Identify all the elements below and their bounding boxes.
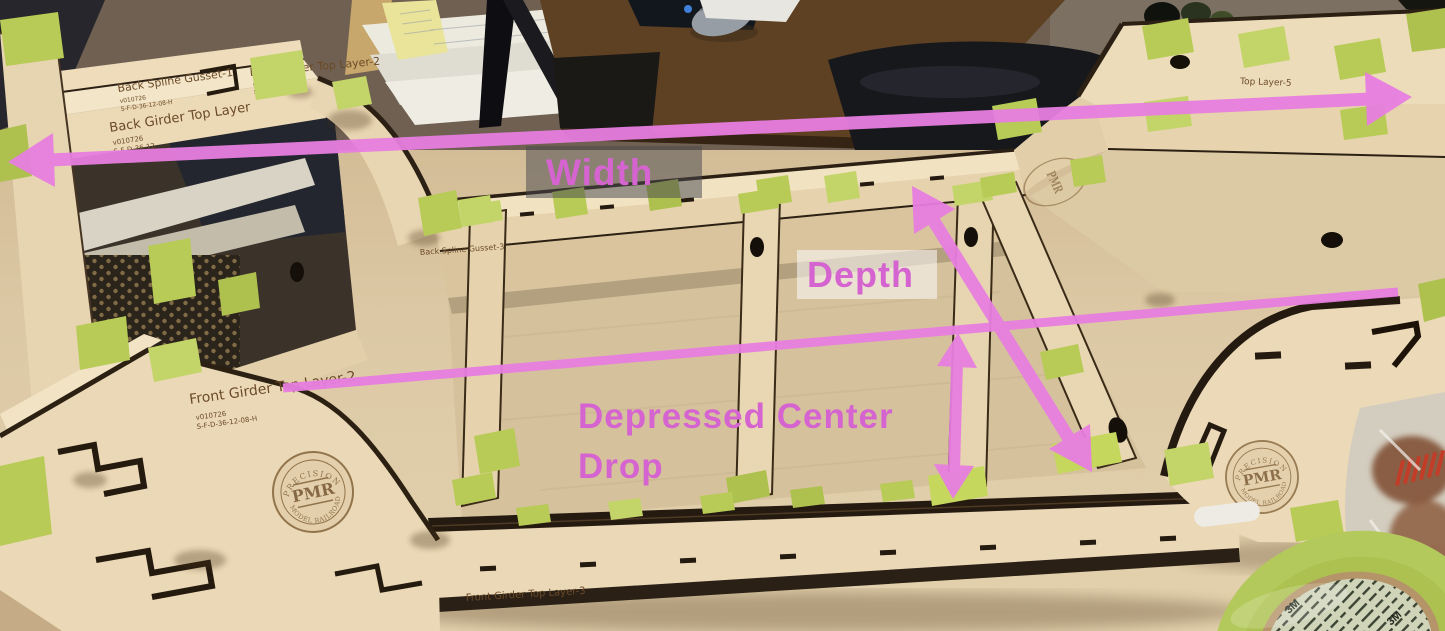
stamp-monogram: PMR bbox=[1242, 466, 1284, 490]
width-arrow bbox=[8, 72, 1412, 187]
burn-marks bbox=[73, 86, 1175, 570]
red-brush bbox=[1394, 449, 1445, 487]
laptop-logo bbox=[684, 5, 692, 13]
front-rail bbox=[428, 490, 1240, 612]
engraving-top-layer-5: Top Layer-5 bbox=[1239, 77, 1292, 89]
front-left-panel bbox=[0, 334, 441, 631]
width-label-text: Width bbox=[546, 152, 654, 193]
bolt-hole bbox=[1170, 55, 1190, 69]
width-label: Width bbox=[526, 146, 702, 198]
drop-label-line1: Depressed Center bbox=[578, 397, 894, 436]
width-chord-line bbox=[282, 287, 1399, 393]
dimension-arrows bbox=[8, 72, 1412, 499]
bolt-hole bbox=[964, 227, 978, 247]
green-tape-roll: 3M 3M bbox=[1213, 530, 1445, 631]
drop-label-line2: Drop bbox=[578, 447, 664, 486]
shadow bbox=[390, 592, 1250, 631]
monitor-edge bbox=[479, 0, 516, 128]
depth-label: Depth bbox=[797, 250, 937, 299]
under-desk-shadow bbox=[553, 52, 660, 132]
pmr-stamp-right: PRECISION MODEL RAILROAD PMR bbox=[1225, 440, 1299, 514]
engraving-version: v010726 bbox=[119, 94, 146, 105]
joint-slots bbox=[479, 535, 1177, 572]
tape-liner-print bbox=[1265, 578, 1433, 631]
bolt-hole bbox=[750, 237, 764, 257]
depressed-center-drop-label: Depressed Center Drop bbox=[578, 392, 894, 492]
joint-slots bbox=[519, 175, 945, 217]
drop-arrow bbox=[934, 333, 977, 499]
depth-label-text: Depth bbox=[807, 254, 914, 295]
bolt-hole bbox=[1321, 232, 1343, 248]
bolt-hole bbox=[290, 262, 304, 282]
white-stick bbox=[1194, 501, 1260, 527]
pmr-stamp-front-left: PRECISION MODEL RAILROAD PMR bbox=[272, 451, 354, 533]
right-interior-floor bbox=[1030, 150, 1445, 296]
paper-sheet bbox=[700, 0, 800, 22]
